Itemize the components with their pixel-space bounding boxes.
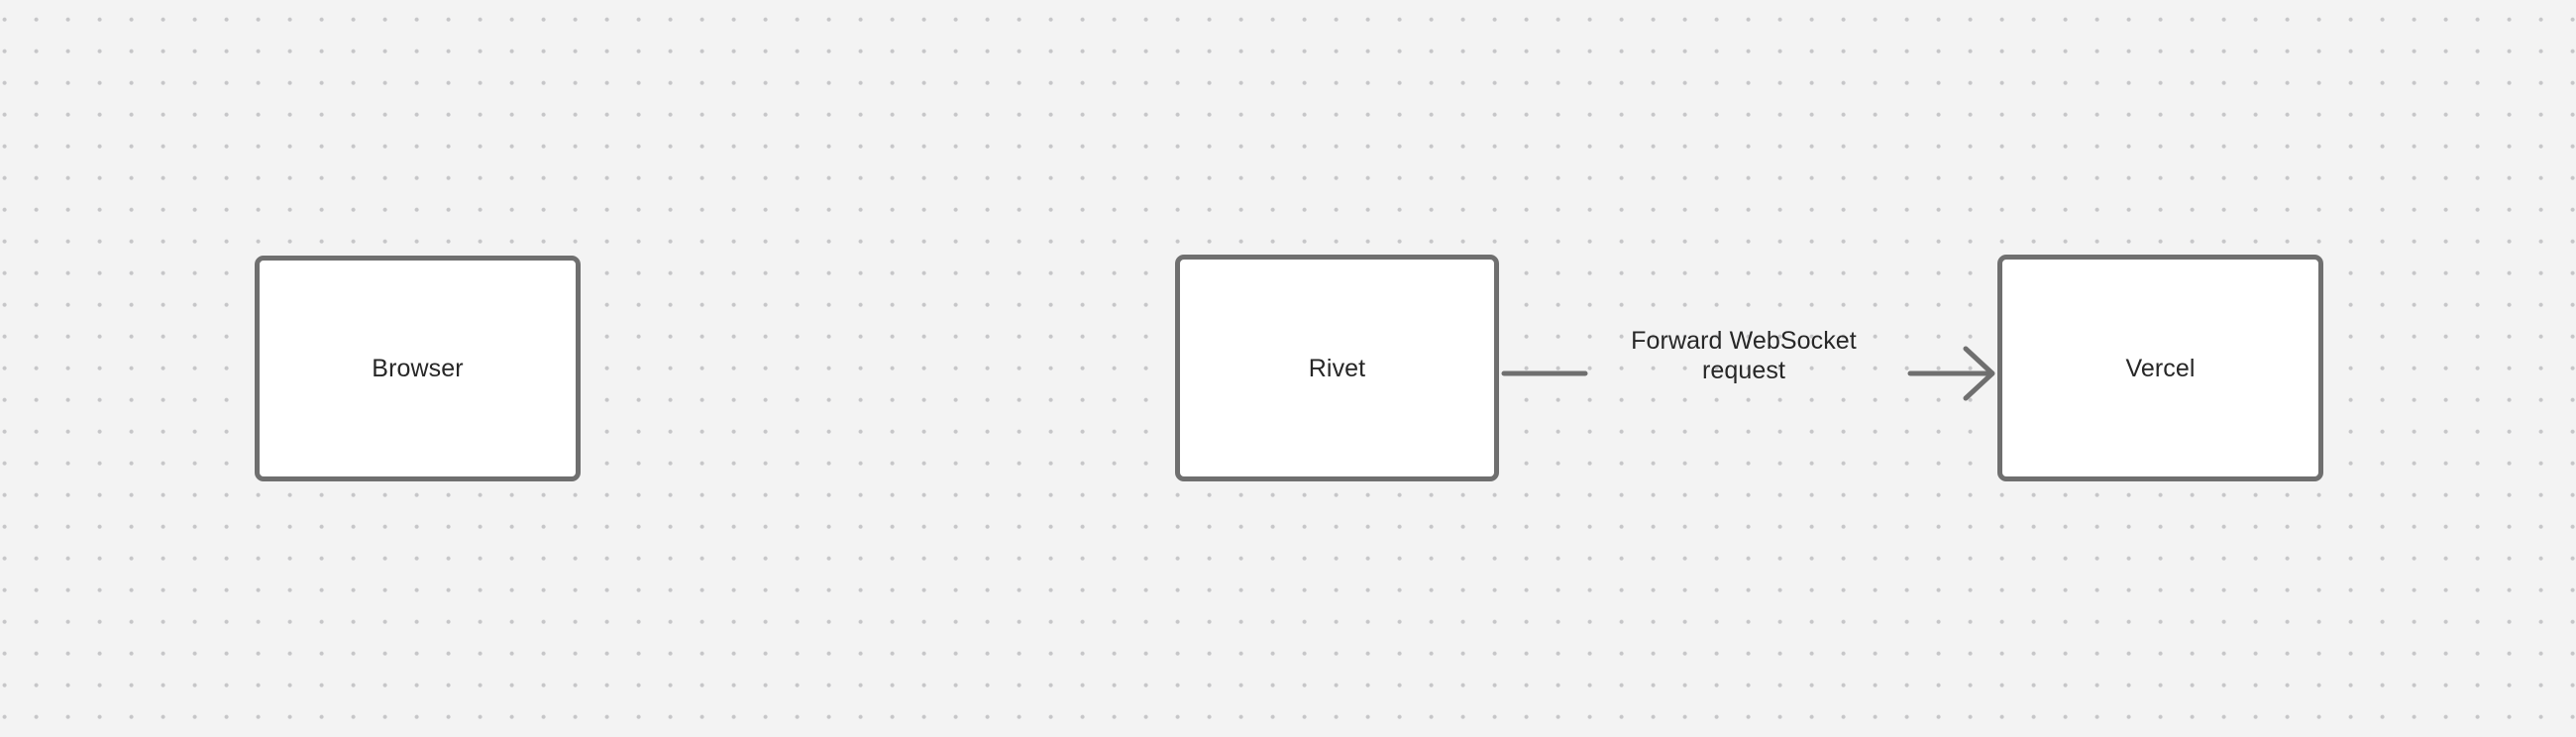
edge-label-line-1: Forward WebSocket <box>1631 327 1857 355</box>
edge-label-forward-websocket-request: Forward WebSocket request <box>1585 326 1902 385</box>
node-vercel[interactable]: Vercel <box>1997 255 2323 481</box>
edge-arrowhead-icon <box>1963 346 1995 401</box>
edge-label-line-2: request <box>1701 357 1786 384</box>
node-browser-label: Browser <box>372 355 464 382</box>
node-rivet[interactable]: Rivet <box>1175 255 1499 481</box>
node-vercel-label: Vercel <box>2125 354 2196 382</box>
node-browser[interactable]: Browser <box>255 256 581 481</box>
node-rivet-label: Rivet <box>1308 354 1366 382</box>
